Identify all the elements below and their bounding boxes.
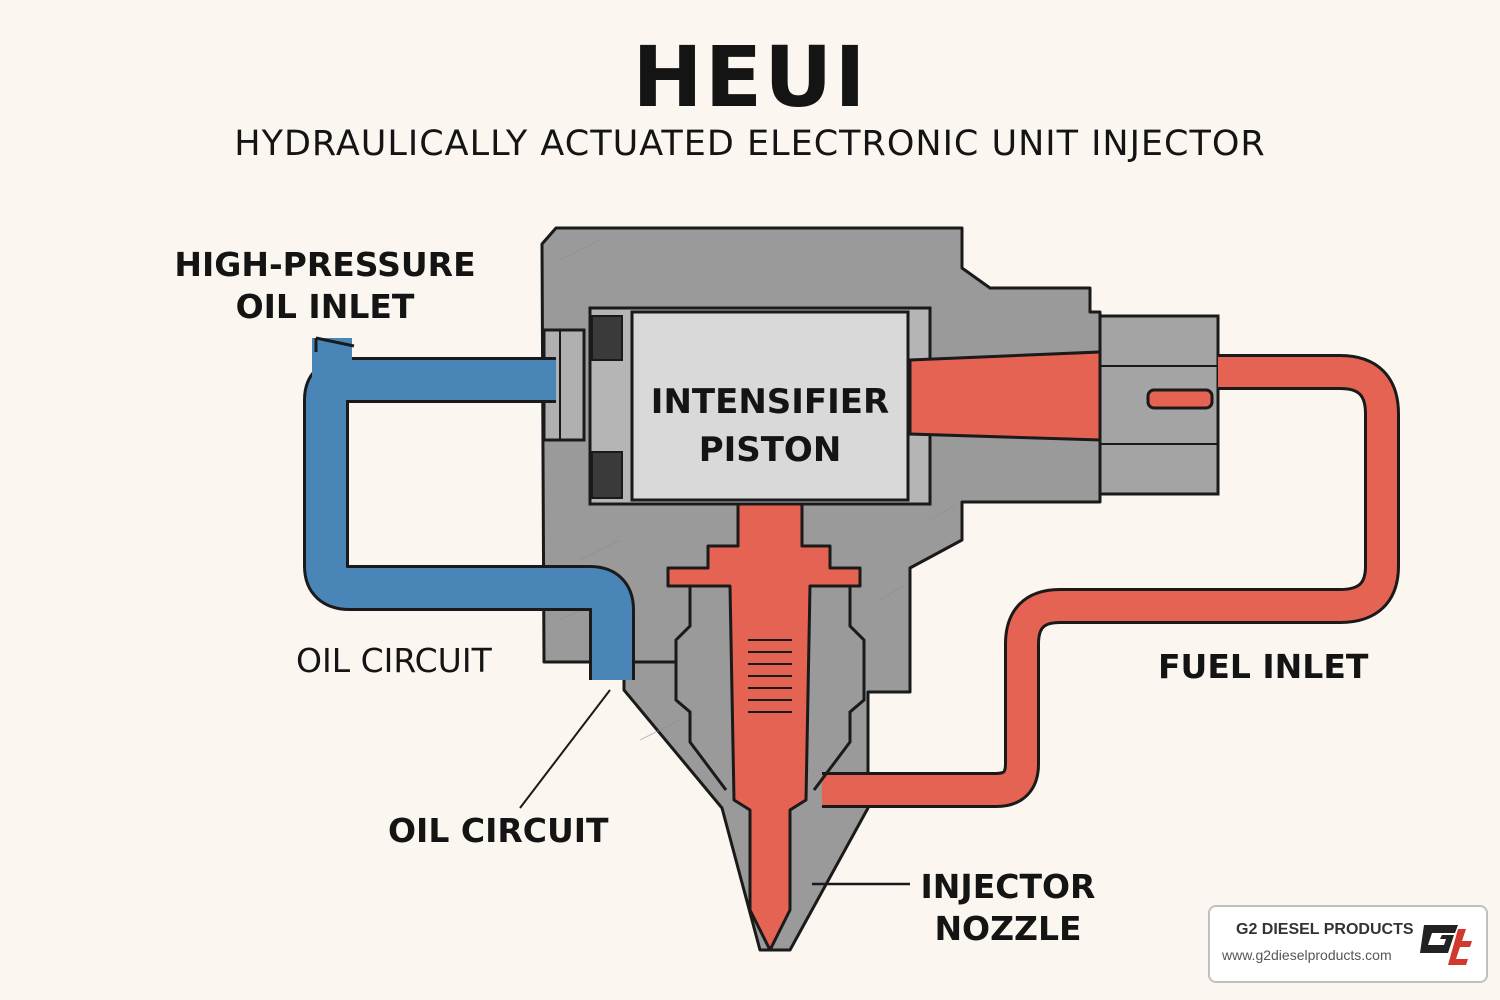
page-title: HEUI	[632, 28, 868, 126]
nozzle-spring	[748, 639, 792, 713]
brand-badge: G2 DIESEL PRODUCTS www.g2dieselproducts.…	[1208, 905, 1488, 983]
label-injector-nozzle: INJECTOR NOZZLE	[920, 867, 1096, 948]
intensifier-piston-block	[630, 310, 910, 502]
label-intensifier-piston: INTENSIFIER PISTON	[650, 382, 890, 470]
brand-url: www.g2dieselproducts.com	[1222, 947, 1392, 963]
fuel-passage-upper	[908, 350, 1102, 442]
label-fuel-inlet: FUEL INLET	[1158, 647, 1369, 686]
page-subtitle: HYDRAULICALLY ACTUATED ELECTRONIC UNIT I…	[234, 124, 1266, 164]
brand-name: G2 DIESEL PRODUCTS	[1236, 921, 1414, 938]
fuel-fitting-slot	[1146, 388, 1214, 410]
label-oil-circuit-lower: OIL CIRCUIT	[388, 811, 609, 850]
label-high-pressure-oil-inlet: HIGH-PRESSURE OIL INLET	[174, 245, 476, 326]
seal-upper	[591, 315, 623, 361]
label-oil-circuit-upper: OIL CIRCUIT	[296, 641, 492, 680]
g2-logo-icon	[1420, 925, 1472, 965]
seal-lower	[591, 451, 623, 499]
plunger-and-nozzle	[666, 502, 862, 952]
oil-circuit-leader	[519, 689, 611, 809]
